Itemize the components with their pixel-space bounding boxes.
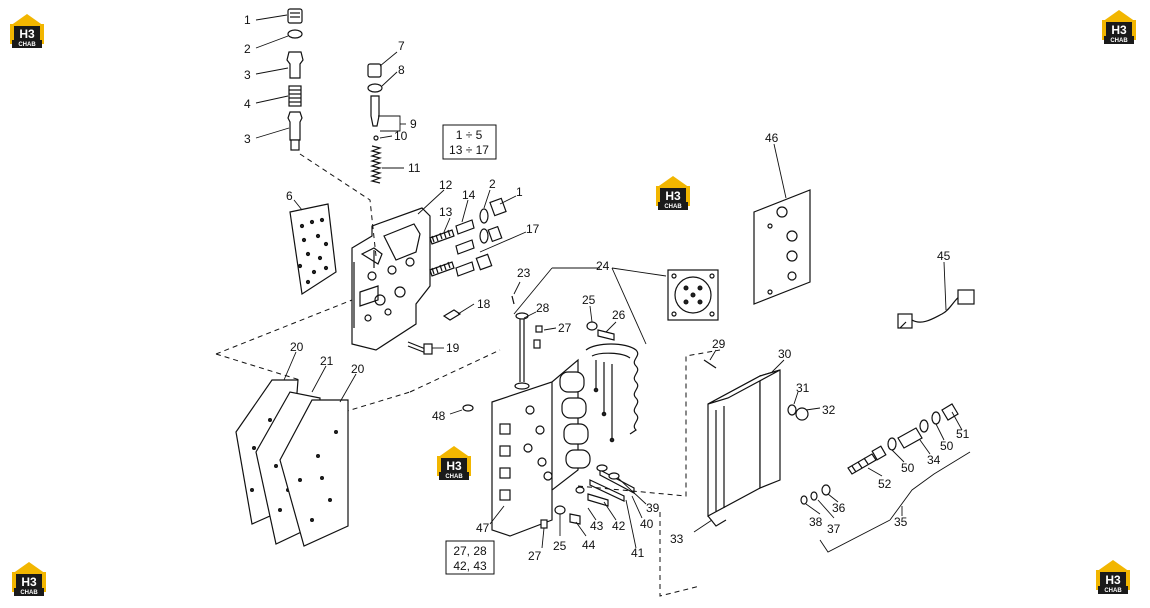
callout-26: 26 <box>612 308 626 322</box>
callout-25-upper: 25 <box>582 293 596 307</box>
svg-text:42, 43: 42, 43 <box>453 559 487 573</box>
callout-24: 24 <box>596 259 610 273</box>
bolt-19 <box>407 341 433 355</box>
callout-52: 52 <box>878 477 892 491</box>
callout-46: 46 <box>765 131 779 145</box>
callout-23: 23 <box>517 266 531 280</box>
svg-text:H3: H3 <box>19 27 35 41</box>
svg-text:CHAB: CHAB <box>1110 38 1128 44</box>
svg-text:CHAB: CHAB <box>20 590 38 596</box>
wiring-harness-24 <box>585 343 639 443</box>
callout-19: 19 <box>446 341 460 355</box>
callout-51: 51 <box>956 427 970 441</box>
callout-44: 44 <box>582 538 596 552</box>
callout-38: 38 <box>809 515 823 529</box>
callout-42: 42 <box>612 519 626 533</box>
valve-stack-center <box>367 63 383 184</box>
watermark-logo-top-right: H3 CHAB <box>1102 10 1136 44</box>
svg-text:CHAB: CHAB <box>18 42 36 48</box>
callout-35: 35 <box>894 515 908 529</box>
callout-1-right: 1 <box>516 185 523 199</box>
callout-41: 41 <box>631 546 645 560</box>
callout-50-upper: 50 <box>940 439 954 453</box>
kit-box-bottom: 27, 28 42, 43 <box>445 540 495 575</box>
callout-9: 9 <box>410 117 417 131</box>
callout-21: 21 <box>320 354 334 368</box>
callout-4: 4 <box>244 97 251 111</box>
callout-29: 29 <box>712 337 726 351</box>
callout-28: 28 <box>536 301 550 315</box>
watermark-logo-top-left: H3 CHAB <box>10 14 44 48</box>
callout-20-left: 20 <box>290 340 304 354</box>
valve-body-upper <box>351 207 431 351</box>
callout-30: 30 <box>778 347 792 361</box>
callout-48: 48 <box>432 409 446 423</box>
rod-28 <box>514 312 530 390</box>
callout-45: 45 <box>937 249 951 263</box>
svg-text:H3: H3 <box>446 459 462 473</box>
connector-plate-24 <box>667 269 719 321</box>
kit-box-top: 1 ÷ 5 13 ÷ 17 <box>442 124 497 160</box>
callout-18: 18 <box>477 297 491 311</box>
callout-36: 36 <box>832 501 846 515</box>
svg-text:13 ÷ 17: 13 ÷ 17 <box>449 143 489 157</box>
callout-27-upper: 27 <box>558 321 572 335</box>
watermark-logo-bottom-left: H3 CHAB <box>12 562 46 596</box>
callout-8: 8 <box>398 63 405 77</box>
callout-32: 32 <box>822 403 836 417</box>
callout-14: 14 <box>462 188 476 202</box>
gasket-46 <box>753 189 811 305</box>
callout-20-right: 20 <box>351 362 365 376</box>
callout-3-top: 3 <box>244 68 251 82</box>
callout-6: 6 <box>286 189 293 203</box>
harness-45 <box>897 289 975 329</box>
callout-11: 11 <box>408 161 421 175</box>
watermark-logo-mid-left: H3 CHAB <box>437 446 471 480</box>
lower-fasteners <box>540 464 635 529</box>
watermark-logo-center: H3 CHAB <box>656 176 690 210</box>
callout-40: 40 <box>640 517 654 531</box>
svg-text:H3: H3 <box>1105 573 1121 587</box>
svg-text:H3: H3 <box>21 575 37 589</box>
callout-7: 7 <box>398 39 405 53</box>
watermark-logo-bottom-right: H3 CHAB <box>1096 560 1130 594</box>
callout-34: 34 <box>927 453 941 467</box>
valve-stack-left <box>286 8 304 151</box>
callout-2-top: 2 <box>244 42 251 56</box>
callout-12: 12 <box>439 178 453 192</box>
gasket-20-right <box>279 399 349 547</box>
callout-37: 37 <box>827 522 841 536</box>
svg-text:27, 28: 27, 28 <box>453 544 487 558</box>
callout-2-right: 2 <box>489 177 496 191</box>
callout-10: 10 <box>394 129 408 143</box>
callout-33: 33 <box>670 532 684 546</box>
callout-31: 31 <box>796 381 810 395</box>
callout-27-lower: 27 <box>528 549 542 563</box>
callout-50-lower: 50 <box>901 461 915 475</box>
solenoid-assembly <box>800 403 959 505</box>
separator-plate-6 <box>289 203 337 296</box>
valve-body-lower <box>491 358 591 537</box>
svg-text:H3: H3 <box>1111 23 1127 37</box>
svg-text:H3: H3 <box>665 189 681 203</box>
cover-30 <box>707 369 781 527</box>
callout-1-top: 1 <box>244 13 251 27</box>
svg-text:1 ÷ 5: 1 ÷ 5 <box>456 128 483 142</box>
callout-43: 43 <box>590 519 604 533</box>
callout-3-bottom: 3 <box>244 132 251 146</box>
callout-25-lower: 25 <box>553 539 567 553</box>
svg-text:CHAB: CHAB <box>1104 588 1122 594</box>
callout-39: 39 <box>646 501 660 515</box>
callout-13: 13 <box>439 205 453 219</box>
callout-47: 47 <box>476 521 490 535</box>
callout-17: 17 <box>526 222 540 236</box>
svg-text:CHAB: CHAB <box>664 204 682 210</box>
svg-text:CHAB: CHAB <box>445 474 463 480</box>
